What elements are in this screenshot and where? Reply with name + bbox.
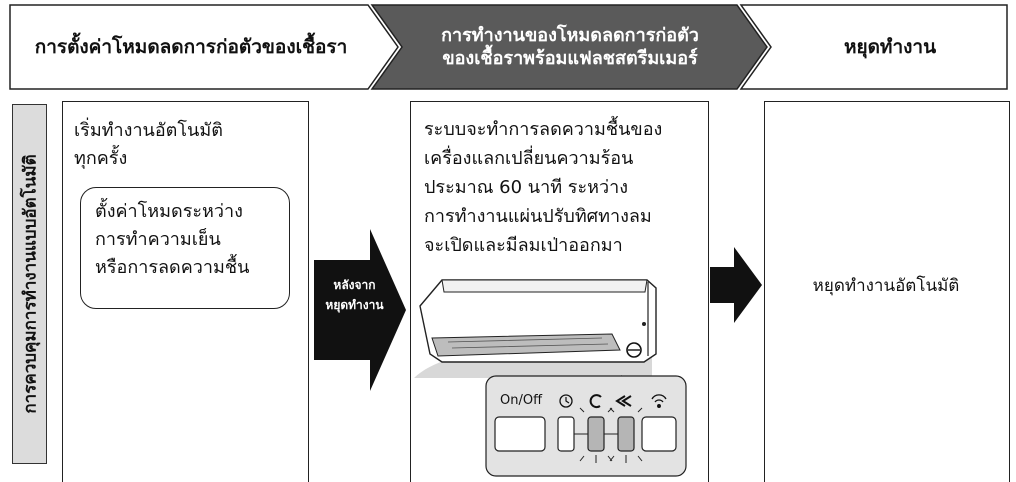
mold-proof-lamp [587, 416, 605, 452]
panel-stop [764, 101, 1010, 482]
blink-marks [579, 407, 643, 463]
panel3-text: หยุดทำงานอัตโนมัติ [812, 276, 960, 296]
arrow1-label: หลังจาก หยุดทำงาน [312, 275, 397, 315]
indicator-panel [485, 375, 687, 477]
side-label-text: การควบคุมการทำงานแบบอัตโนมัติ [20, 154, 40, 414]
step3-shape [739, 4, 1008, 90]
streamer-icon [615, 395, 632, 407]
panel2-line2: เครื่องแลกเปลี่ยนความร้อน [424, 148, 634, 169]
arrow1-line2: หยุดทำงาน [325, 298, 384, 312]
panel-setting [62, 101, 309, 482]
wifi-icon [651, 394, 667, 408]
note-line3: หรือการลดความชื้น [95, 257, 250, 278]
note-line1: ตั้งค่าโหมดระหว่าง [95, 201, 243, 222]
timer-lamp [557, 416, 575, 452]
step2-label: การทำงานของโหมดลดการก่อตัว ของเชื้อราพร้… [405, 5, 735, 89]
arrow-right-icon-2 [710, 247, 762, 323]
note-line2: การทำความเย็น [95, 229, 221, 250]
panel1-line2: ทุกครั้ง [74, 148, 128, 169]
step2-label-line2: ของเชื้อราพร้อมแฟลชสตรีมเมอร์ [442, 48, 698, 69]
panel2-line4: การทำงานแผ่นปรับทิศทางลม [424, 206, 652, 227]
wifi-lamp [641, 416, 677, 452]
mold-proof-icon [589, 394, 602, 409]
panel1-line1: เริ่มทำงานอัตโนมัติ [74, 120, 223, 141]
step1-label: การตั้งค่าโหมดลดการก่อตัวของเชื้อรา [34, 35, 348, 58]
arrow-after-stop [314, 229, 406, 391]
louver [431, 333, 621, 357]
onoff-label: On/Off [500, 393, 543, 408]
panel1-text: เริ่มทำงานอัตโนมัติ ทุกครั้ง [74, 117, 223, 173]
arrow1-line1: หลังจาก [333, 278, 376, 292]
arrow-to-stop [710, 247, 762, 323]
arrow-right-icon [314, 229, 406, 391]
side-label: การควบคุมการทำงานแบบอัตโนมัติ [12, 104, 47, 464]
streamer-lamp [617, 416, 635, 452]
panel2-line5: จะเปิดและมีลมเป่าออกมา [424, 235, 623, 256]
indoor-unit-illustration [414, 279, 657, 378]
timer-icon [559, 394, 573, 408]
panel2-line1: ระบบจะทำการลดความชื้นของ [424, 119, 663, 140]
onoff-button [494, 416, 546, 452]
step1-shape [9, 4, 399, 90]
header-chevrons [9, 4, 1008, 90]
step2-label-line1: การทำงานของโหมดลดการก่อตัว [441, 24, 699, 46]
setting-note-box: ตั้งค่าโหมดระหว่าง การทำความเย็น หรือการ… [80, 187, 290, 309]
panel2-text: ระบบจะทำการลดความชื้นของ เครื่องแลกเปลี่… [424, 115, 662, 260]
step3-label: หยุดทำงาน [843, 35, 937, 58]
panel2-line3: ประมาณ 60 นาที ระหว่าง [424, 177, 628, 198]
step2-shape [370, 4, 768, 90]
